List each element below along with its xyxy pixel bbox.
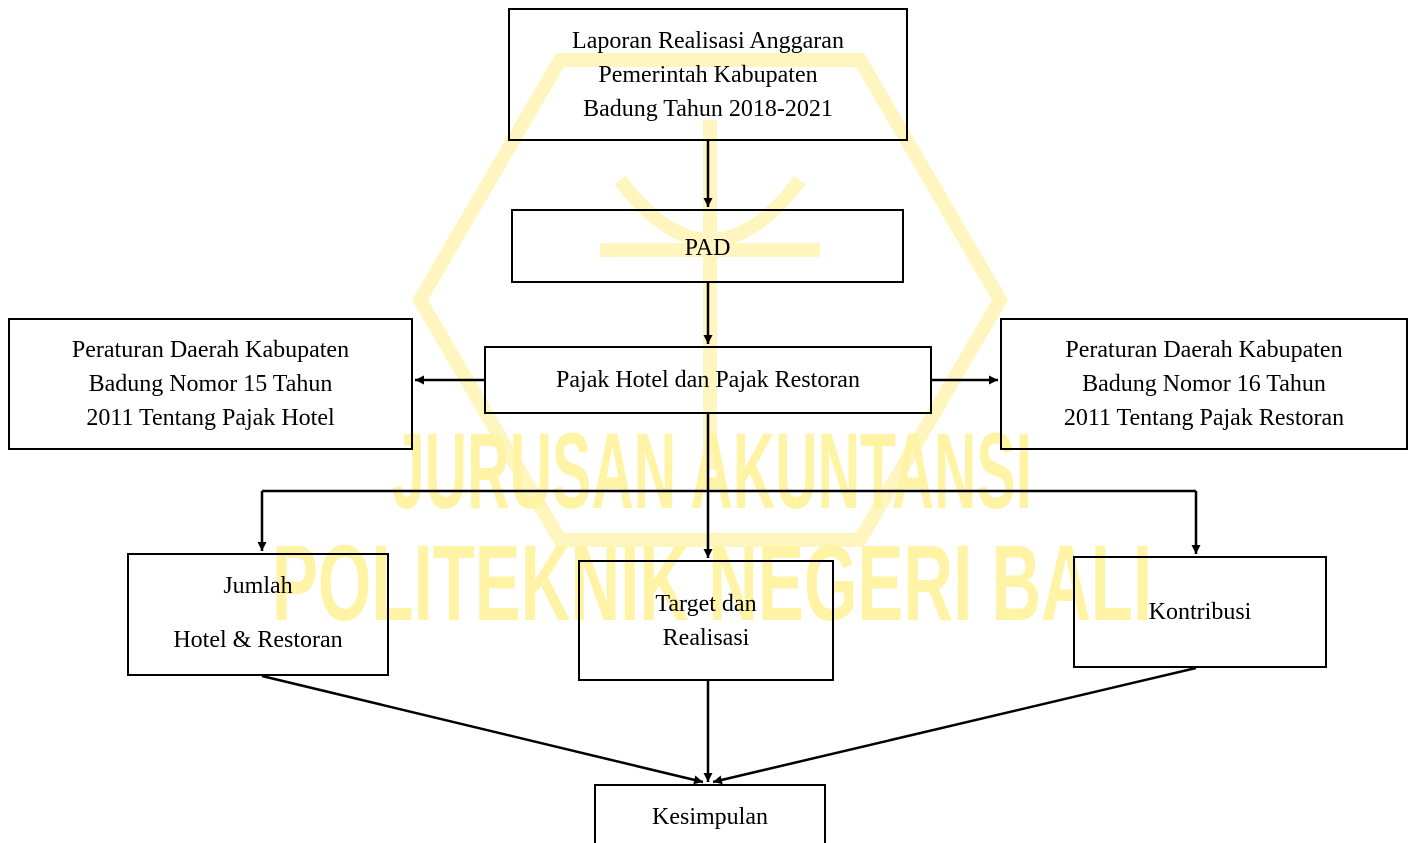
node-kesimpulan: Kesimpulan <box>594 784 826 843</box>
node-pajak-label: Pajak Hotel dan Pajak Restoran <box>556 367 860 393</box>
watermark-line-1: JURUSAN AKUNTANSI <box>392 410 1032 531</box>
node-perda-nomor-16: Peraturan Daerah Kabupaten Badung Nomor … <box>1000 318 1408 450</box>
node-target-realisasi: Target dan Realisasi <box>578 560 834 681</box>
node-laporan-line-3: Badung Tahun 2018-2021 <box>583 95 833 122</box>
node-pajak-hotel-restoran: Pajak Hotel dan Pajak Restoran <box>484 346 932 414</box>
node-laporan-line-2: Pemerintah Kabupaten <box>598 61 818 88</box>
node-perda15-line-1: Peraturan Daerah Kabupaten <box>71 337 350 363</box>
node-laporan-realisasi-anggaran: Laporan Realisasi Anggaran Pemerintah Ka… <box>508 8 908 141</box>
node-pad-label: PAD <box>684 235 731 261</box>
node-perda16-line-3: 2011 Tentang Pajak Restoran <box>1063 405 1345 431</box>
node-target-line-2: Realisasi <box>662 624 750 651</box>
edge-jumlah-to-kesimpulan <box>261 674 704 785</box>
node-perda16-line-1: Peraturan Daerah Kabupaten <box>1065 337 1343 363</box>
node-jumlah-line-1: Jumlah <box>223 573 293 599</box>
node-perda16-line-2: Badung Nomor 16 Tahun <box>1082 371 1326 397</box>
watermark-emblem <box>411 53 1009 547</box>
node-pad: PAD <box>511 209 904 283</box>
node-kontribusi: Kontribusi <box>1073 556 1327 668</box>
node-perda15-line-3: 2011 Tentang Pajak Hotel <box>86 405 335 431</box>
node-jumlah-line-2: Hotel & Restoran <box>173 627 343 653</box>
edge-kontribusi-to-kesimpulan <box>712 666 1197 785</box>
node-perda15-line-2: Badung Nomor 15 Tahun <box>88 371 333 397</box>
node-target-line-1: Target dan <box>655 590 757 617</box>
node-kesimpulan-label: Kesimpulan <box>652 804 768 830</box>
node-kontribusi-label: Kontribusi <box>1148 599 1252 625</box>
node-jumlah-hotel-restoran: Jumlah Hotel & Restoran <box>127 553 389 676</box>
node-perda-nomor-15: Peraturan Daerah Kabupaten Badung Nomor … <box>8 318 413 450</box>
node-laporan-line-1: Laporan Realisasi Anggaran <box>572 27 844 54</box>
watermark-line-2: POLITEKNIK NEGERI BALI <box>272 522 1152 643</box>
